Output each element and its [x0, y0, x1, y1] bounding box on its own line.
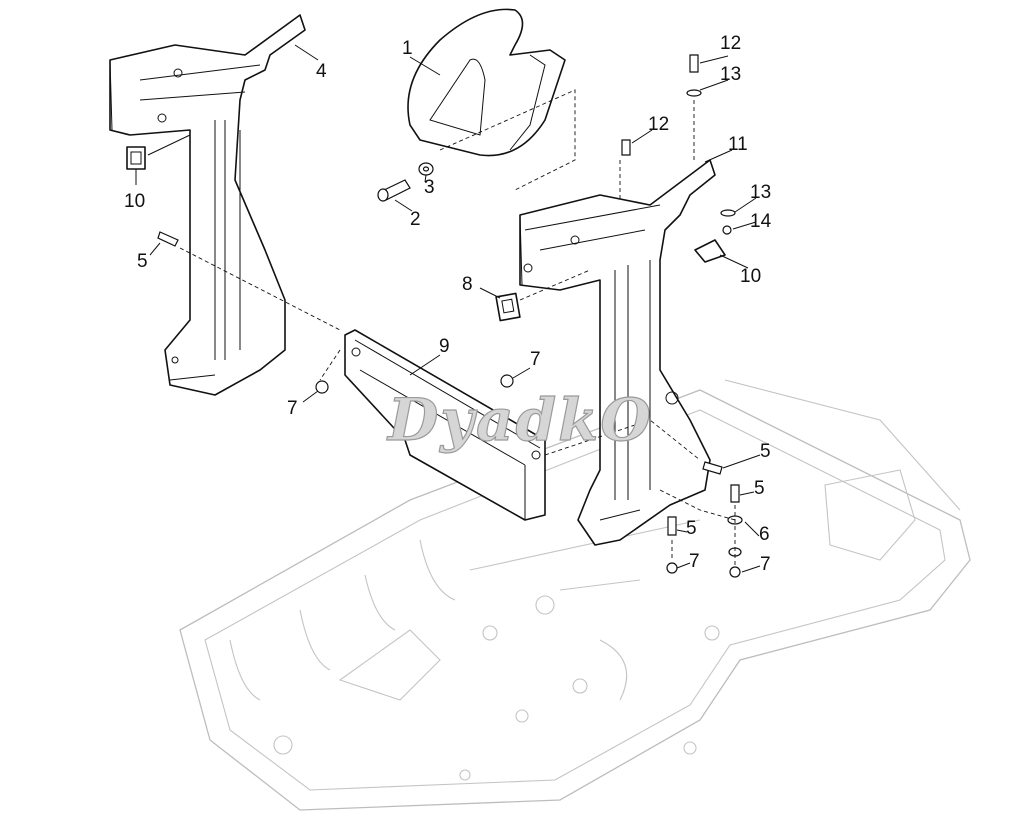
callout-6: 6	[759, 524, 770, 545]
callout-7: 7	[760, 554, 771, 575]
callout-4: 4	[316, 61, 327, 82]
callout-5: 5	[137, 251, 148, 272]
callout-7: 7	[287, 398, 298, 419]
callout-12: 12	[648, 114, 669, 135]
callout-3: 3	[424, 177, 435, 198]
callout-7: 7	[689, 551, 700, 572]
part-2-bolt	[377, 179, 411, 202]
callout-10: 10	[124, 191, 145, 212]
callout-14: 14	[750, 211, 772, 232]
part-1-seat-cushion	[407, 8, 566, 157]
part-3-washer	[418, 162, 434, 176]
callout-13: 13	[750, 182, 771, 203]
callout-5: 5	[686, 518, 697, 539]
part-10-clip-left	[126, 134, 191, 185]
callout-9: 9	[439, 336, 450, 357]
callout-7: 7	[530, 349, 541, 370]
callout-13: 13	[720, 64, 741, 85]
part-9-crossbar	[344, 329, 546, 521]
callouts: 1 4 12 13 12 11 3 2 13 14 10 5 10 8 9 7 …	[124, 33, 772, 575]
callout-10: 10	[740, 266, 761, 287]
callout-5: 5	[760, 441, 771, 462]
watermark: DyadkO	[386, 386, 653, 454]
part-10-clip-right	[694, 239, 726, 263]
callout-8: 8	[462, 274, 473, 295]
callout-12: 12	[720, 33, 741, 54]
callout-1: 1	[402, 38, 413, 59]
callout-5: 5	[754, 478, 765, 499]
part-4-left-pillar	[109, 14, 306, 396]
part-11-right-pillar	[519, 159, 716, 546]
part-8-clip	[495, 292, 521, 322]
leader-lines	[149, 44, 761, 573]
callout-11: 11	[728, 134, 748, 155]
callout-2: 2	[410, 209, 421, 230]
